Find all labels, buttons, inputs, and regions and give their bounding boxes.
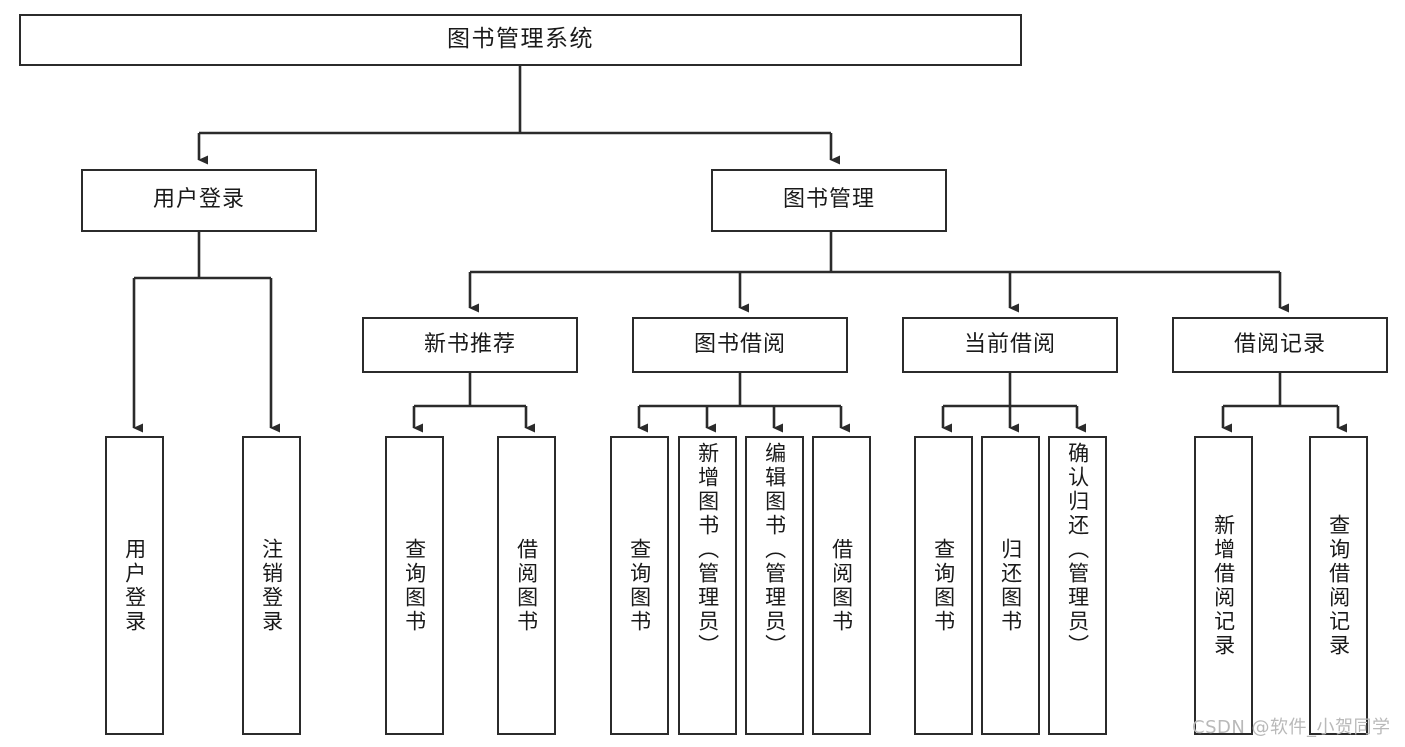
leaf-book-borrow-3[interactable]: 编辑图书（管理员） <box>745 436 804 735</box>
node-label: 查询借阅记录 <box>1326 513 1351 658</box>
node-label: 查询图书 <box>402 537 427 634</box>
watermark: CSDN @软件_小贺同学 <box>1192 717 1391 738</box>
leaf-user-login-2[interactable]: 注销登录 <box>242 436 301 735</box>
leaf-book-borrow-1[interactable]: 查询图书 <box>610 436 669 735</box>
node-label: 图书管理 <box>782 187 875 213</box>
node-root-system[interactable]: 图书管理系统 <box>19 14 1022 66</box>
node-book-management[interactable]: 图书管理 <box>711 169 947 232</box>
leaf-current-borrow-2[interactable]: 归还图书 <box>981 436 1040 735</box>
leaf-user-login-1[interactable]: 用户登录 <box>105 436 164 735</box>
leaf-book-borrow-4[interactable]: 借阅图书 <box>812 436 871 735</box>
node-label: 查询图书 <box>931 537 956 634</box>
node-label: 当前借阅 <box>963 331 1056 357</box>
node-label: 图书借阅 <box>693 331 786 357</box>
leaf-current-borrow-3[interactable]: 确认归还（管理员） <box>1048 436 1107 735</box>
node-label: 注销登录 <box>259 537 284 634</box>
node-label: 图书管理系统 <box>447 26 594 53</box>
node-borrow-record[interactable]: 借阅记录 <box>1172 317 1388 373</box>
leaf-book-borrow-2[interactable]: 新增图书（管理员） <box>678 436 737 735</box>
node-label: 借阅图书 <box>514 537 539 634</box>
node-label: 用户登录 <box>152 187 245 213</box>
node-label: 借阅记录 <box>1233 331 1326 357</box>
leaf-new-book-recommend-1[interactable]: 查询图书 <box>385 436 444 735</box>
node-label: 新书推荐 <box>423 331 516 357</box>
leaf-current-borrow-1[interactable]: 查询图书 <box>914 436 973 735</box>
node-book-borrow[interactable]: 图书借阅 <box>632 317 848 373</box>
node-current-borrow[interactable]: 当前借阅 <box>902 317 1118 373</box>
node-label: 用户登录 <box>122 537 147 634</box>
node-label: 新增图书（管理员） <box>695 442 720 658</box>
node-user-login[interactable]: 用户登录 <box>81 169 317 232</box>
node-new-book-recommend[interactable]: 新书推荐 <box>362 317 578 373</box>
node-label: 归还图书 <box>998 537 1023 634</box>
node-label: 确认归还（管理员） <box>1065 442 1090 658</box>
leaf-new-book-recommend-2[interactable]: 借阅图书 <box>497 436 556 735</box>
leaf-borrow-record-1[interactable]: 新增借阅记录 <box>1194 436 1253 735</box>
node-label: 查询图书 <box>627 537 652 634</box>
node-label: 新增借阅记录 <box>1211 513 1236 658</box>
leaf-borrow-record-2[interactable]: 查询借阅记录 <box>1309 436 1368 735</box>
node-label: 编辑图书（管理员） <box>762 442 787 658</box>
node-label: 借阅图书 <box>829 537 854 634</box>
